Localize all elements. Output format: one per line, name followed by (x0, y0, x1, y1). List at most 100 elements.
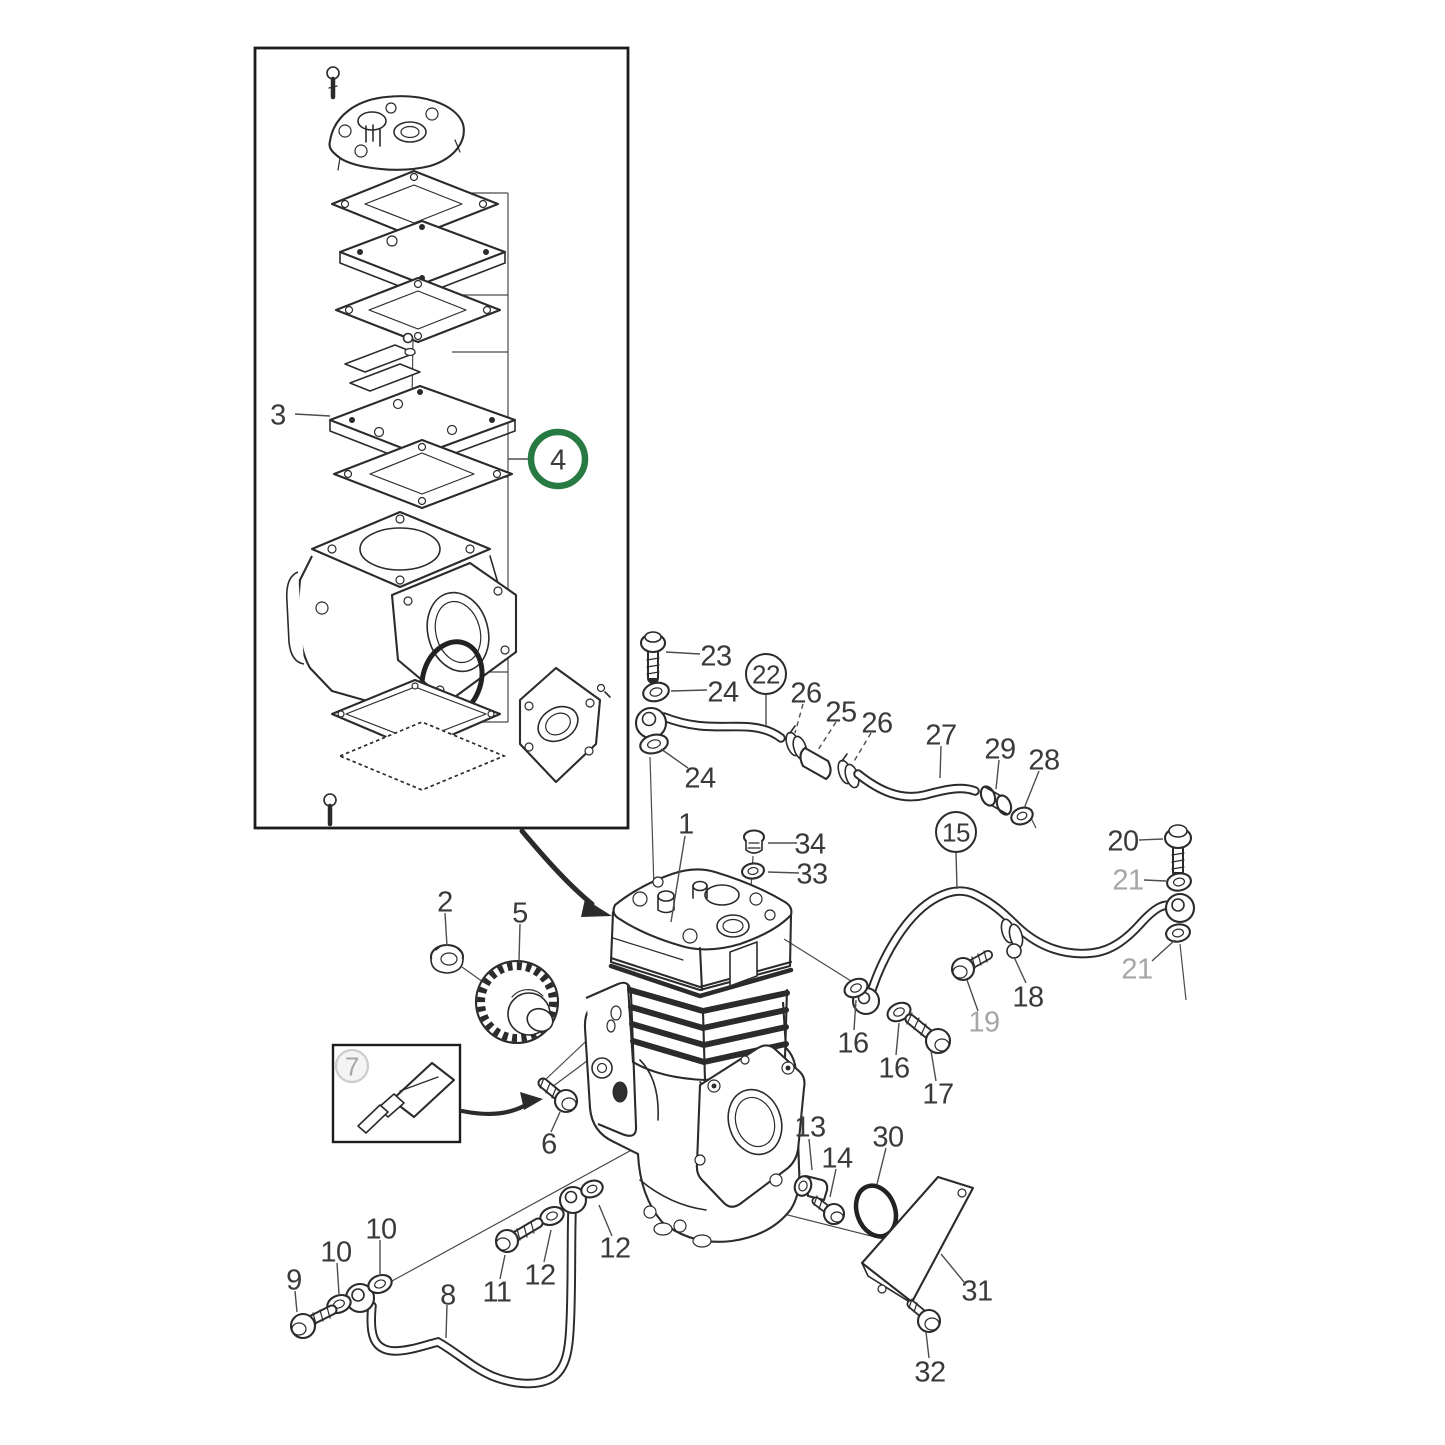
washer-16a (843, 977, 869, 999)
leader-line (550, 1111, 561, 1133)
callout-2: 2 (437, 886, 453, 918)
callout-17: 17 (922, 1078, 954, 1110)
callout-text: 13 (794, 1111, 825, 1143)
inset-arrow (519, 828, 612, 917)
callout-31: 31 (961, 1275, 993, 1307)
callout-text: 18 (1012, 981, 1043, 1013)
callout-text: 9 (286, 1264, 302, 1296)
callout-circle (935, 811, 977, 853)
leader-line (1024, 770, 1040, 807)
bolt-6 (537, 1077, 579, 1114)
bolt-14 (811, 1195, 846, 1226)
callout-16: 16 (878, 1052, 910, 1084)
leader-line (995, 759, 1000, 790)
banjo-eye-8-right (558, 1185, 588, 1215)
callout-text: 14 (821, 1142, 853, 1174)
leader-line (808, 1138, 813, 1171)
leader-line (294, 413, 331, 417)
pipe-15-assembly (843, 824, 1196, 1055)
callout-text: 23 (700, 640, 731, 672)
hose-sleeve-25 (799, 746, 832, 781)
callout-4: 4 (527, 428, 589, 490)
drive-gear (461, 959, 560, 1045)
callout-text: 10 (320, 1236, 351, 1268)
banjo-bolt-9 (289, 1304, 338, 1340)
leader-line (518, 923, 521, 962)
leader-line (966, 979, 979, 1012)
leader-line (336, 1262, 340, 1295)
callout-text: 4 (550, 444, 566, 476)
callout-12: 12 (524, 1259, 556, 1291)
callout-text: 16 (837, 1027, 868, 1059)
banjo-bolt-11 (494, 1217, 544, 1254)
callout-5: 5 (512, 897, 528, 929)
callout-text: 15 (942, 817, 970, 847)
callout-text: 34 (794, 828, 826, 860)
leader-line (598, 1204, 613, 1237)
leader-line (670, 835, 686, 923)
callout-28: 28 (1028, 744, 1060, 776)
cover-plate-31 (860, 1175, 975, 1307)
elbow-13 (793, 1174, 829, 1202)
leader-line (939, 745, 942, 779)
inset-flange-cover (518, 666, 611, 784)
leader-line (1151, 939, 1176, 962)
leader-line (499, 1254, 506, 1280)
callout-21: 21 (1121, 953, 1153, 985)
callout-27: 27 (925, 719, 957, 751)
callout-text: 32 (914, 1356, 945, 1388)
plug-34 (742, 829, 766, 854)
callout-text: 17 (922, 1078, 953, 1110)
pipe-22-assembly (634, 631, 1034, 826)
hose-clamp-18 (1000, 918, 1024, 959)
sealant-tube-icon (357, 1061, 456, 1134)
callout-13: 13 (794, 1111, 826, 1143)
callout-text: 27 (925, 719, 956, 751)
callout-24: 24 (684, 762, 716, 794)
leader-line (853, 999, 857, 1031)
callout-text: 7 (345, 1051, 359, 1081)
inset-base-plate (337, 721, 507, 791)
washer-28 (1010, 806, 1034, 826)
leader-line (670, 689, 708, 692)
callout-text: 8 (440, 1279, 456, 1311)
banjo-eye-15-right (1164, 892, 1196, 924)
callout-text: 16 (878, 1052, 909, 1084)
callout-10: 10 (365, 1213, 397, 1245)
callout-29: 29 (984, 733, 1016, 765)
callout-18: 18 (1012, 981, 1044, 1013)
inset-cylinder-head (328, 95, 465, 171)
callout-text: 22 (752, 659, 780, 689)
callout-8: 8 (440, 1279, 456, 1311)
callout-26: 26 (861, 707, 893, 739)
callout-33: 33 (796, 858, 828, 890)
sealant-kit-box (331, 1043, 543, 1144)
banjo-eye-8-left (344, 1282, 376, 1314)
callout-circle (745, 653, 787, 695)
leader-line (1013, 956, 1027, 984)
callout-text: 12 (599, 1232, 630, 1264)
callout-text: 5 (512, 897, 528, 929)
callout-15: 15 (935, 811, 977, 853)
callout-6: 6 (541, 1128, 557, 1160)
callout-11: 11 (482, 1276, 512, 1308)
screw-icon (323, 793, 337, 827)
leader-line (294, 1290, 298, 1313)
leader-line (444, 912, 448, 947)
callout-12: 12 (599, 1232, 631, 1264)
callout-text: 33 (796, 858, 827, 890)
callout-text: 21 (1121, 953, 1152, 985)
fitting-29 (979, 785, 1013, 816)
callout-3: 3 (270, 399, 286, 431)
callout-text: 25 (825, 696, 856, 728)
leader-line (660, 748, 689, 769)
pipe-8-assembly (289, 1179, 604, 1389)
inset-base-gasket (330, 678, 502, 752)
callout-text: 21 (1112, 864, 1143, 896)
leader-line (817, 721, 837, 751)
callout-text: 20 (1107, 825, 1138, 857)
bolt-19 (950, 950, 993, 982)
callout-text: 26 (861, 707, 892, 739)
